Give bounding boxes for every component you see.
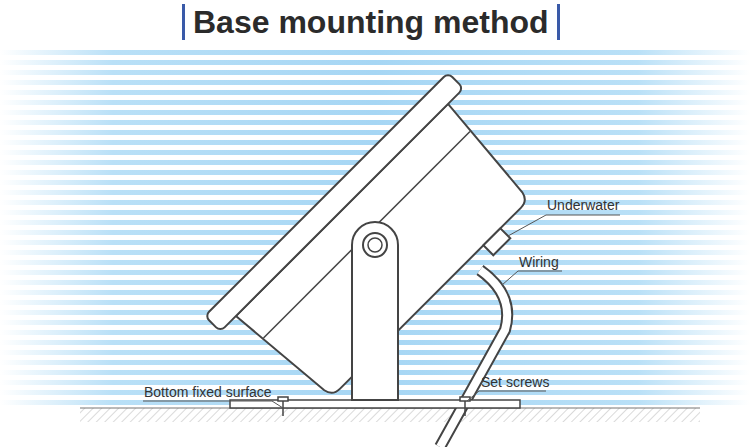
water-stripes bbox=[0, 50, 750, 405]
water-stripe bbox=[0, 70, 750, 75]
water-stripe bbox=[0, 140, 750, 145]
pivot-knob bbox=[363, 233, 387, 257]
pivot-knob-inner bbox=[368, 238, 382, 252]
base-plate bbox=[230, 400, 520, 408]
leader-line bbox=[143, 215, 620, 408]
water-stripe bbox=[0, 60, 750, 65]
water-stripe bbox=[0, 120, 750, 125]
part-label: Set screws bbox=[481, 374, 549, 390]
cable-core bbox=[440, 270, 507, 447]
water-stripe bbox=[0, 50, 750, 55]
water-stripe bbox=[0, 80, 750, 85]
water-stripe bbox=[0, 90, 750, 95]
part-label: Bottom fixed surface bbox=[144, 384, 272, 400]
cable-gland bbox=[483, 228, 510, 255]
ground-hatch bbox=[80, 408, 700, 422]
diagram-title: Base mounting method bbox=[182, 4, 560, 40]
water-stripe bbox=[0, 110, 750, 115]
water-stripe bbox=[0, 100, 750, 105]
water-stripe bbox=[0, 130, 750, 135]
set-screw bbox=[278, 397, 470, 416]
bracket-post bbox=[352, 222, 398, 400]
lamp-body bbox=[205, 73, 562, 430]
cable bbox=[440, 270, 507, 447]
part-label: Underwater bbox=[547, 197, 619, 213]
part-label: Wiring bbox=[519, 254, 559, 270]
